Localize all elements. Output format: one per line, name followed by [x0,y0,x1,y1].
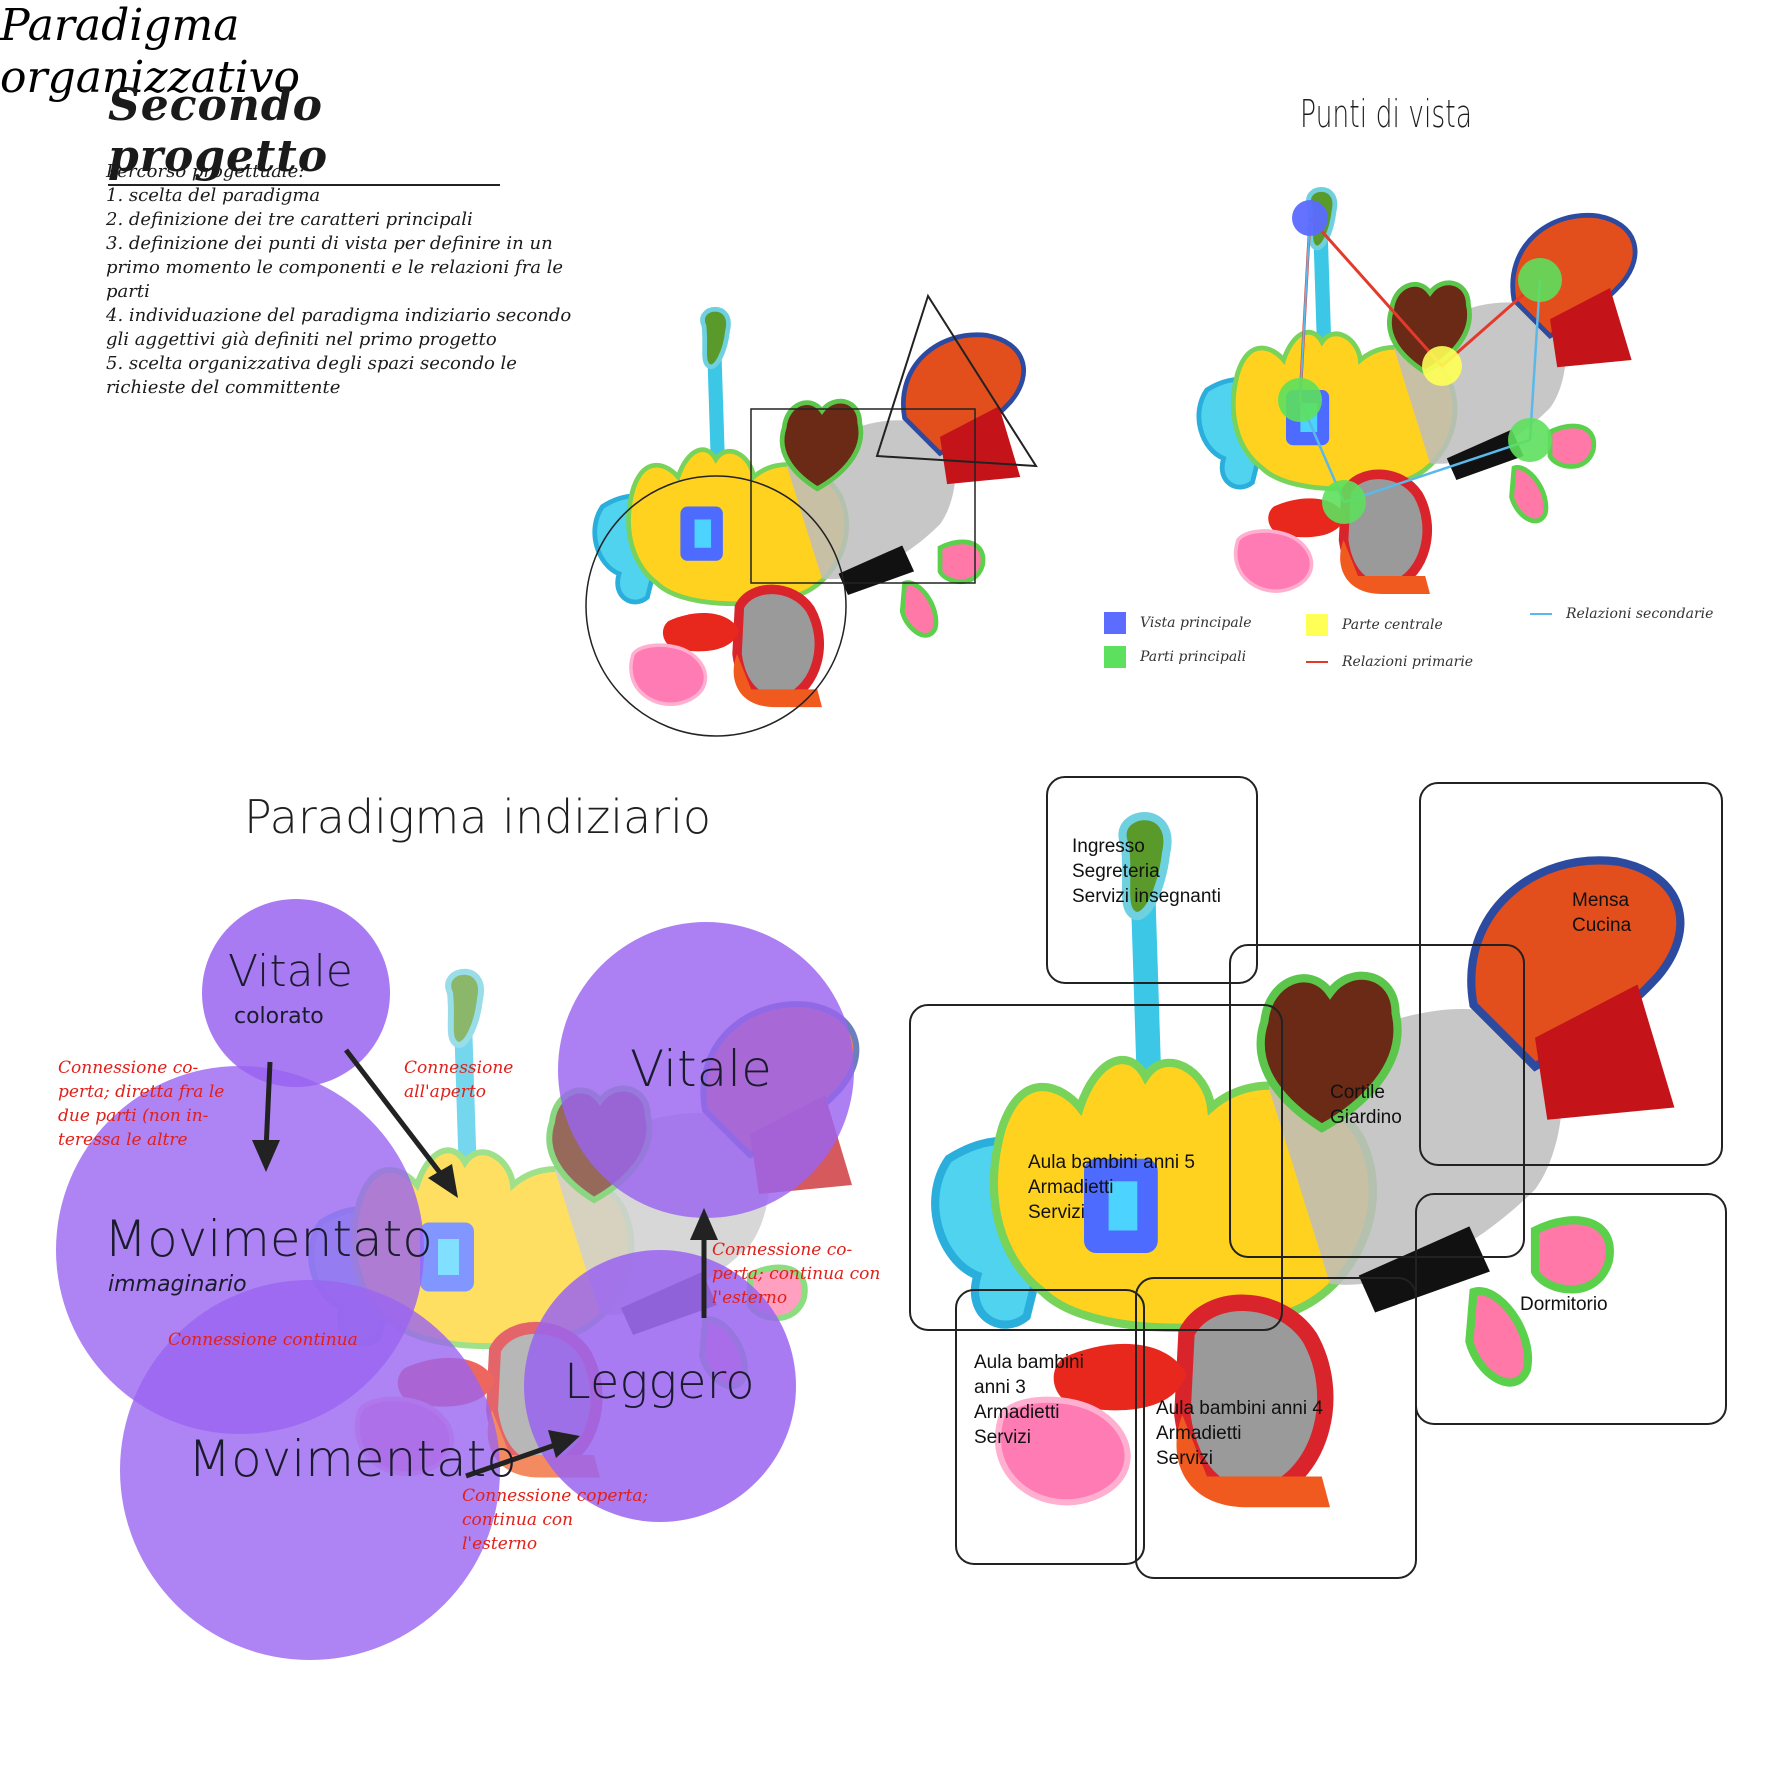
room-label-aula3: Aula bambini anni 3 Armadietti Servizi [974,1352,1084,1448]
step-item: parti [106,281,150,302]
relations-overlay [1278,200,1562,524]
bubble-sub-colorato: colorato [234,1004,324,1029]
room-label-ingresso: Ingresso Segreteria Servizi insegnanti [1072,836,1221,907]
bubble-label-movimentato-bottom: Movimentato [188,1430,517,1488]
bubble-label-vitale-big: Vitale [630,1040,772,1098]
step-item: 4. individuazione del paradigma indiziar… [106,305,572,326]
room-label-mensa: Mensa Cucina [1572,890,1632,936]
legend-relazioni-primarie: Relazioni primarie [1306,654,1473,670]
room-label-aula5: Aula bambini anni 5 Armadietti Servizi [1028,1152,1195,1223]
legend-vista-principale: Vista principale [1104,612,1252,634]
parte-centrale-dot [1422,346,1462,386]
steps-heading: Percorso progettuale: [106,161,305,182]
blue-swatch-icon [1104,612,1126,634]
legend-parte-centrale: Parte centrale [1306,614,1443,636]
room-label-aula4: Aula bambini anni 4 Armadietti Servizi [1156,1398,1323,1469]
green-swatch-icon [1104,646,1126,668]
connection-arrows [252,1048,718,1479]
frame-dormitorio [1415,1193,1727,1425]
paradigma-indiziario-title: Paradigma indiziario [244,790,712,844]
frame-aula3 [955,1289,1145,1565]
cyan-line-icon [1530,613,1552,615]
step-item: 1. scelta del paradigma [106,185,321,206]
vista-principale-dot [1292,200,1328,236]
note-connessione-diretta: Connessione co- perta; diretta fra le du… [58,1058,225,1150]
punti-di-vista-title: Punti di vista [1300,92,1473,136]
frame-mensa [1419,782,1723,1166]
frame-cortile [1229,944,1525,1258]
step-item: 3. definizione dei punti di vista per de… [106,233,553,254]
note-connessione-esterno: Connessione co- perta; continua con l'es… [712,1240,881,1308]
frame-ingresso [1046,776,1258,984]
bubbles [56,899,854,1660]
bubble-label-leggero: Leggero [564,1354,755,1410]
frame-aula4 [1135,1277,1417,1579]
bubble-leggero [524,1250,796,1522]
bubble-vitale-big [558,922,854,1218]
sketch-punti-di-vista [1199,189,1635,594]
overlay-triangle [875,293,1038,468]
bubble-movimentato-bottom [120,1280,500,1660]
bubble-label-movimentato-top: Movimentato [104,1210,433,1268]
overlay-circle [585,475,847,737]
yellow-swatch-icon [1306,614,1328,636]
parti-principali-dot [1508,418,1552,462]
parti-principali-dot [1518,258,1562,302]
bubble-vitale-small [202,899,390,1087]
parti-principali-dot [1322,480,1366,524]
page-title: Secondo progetto [108,80,500,186]
step-item: 2. definizione dei tre caratteri princip… [106,209,473,230]
red-line-icon [1306,661,1328,663]
room-label-dormitorio: Dormitorio [1520,1294,1608,1315]
note-connessione-continua: Connessione continua [168,1330,358,1350]
legend-parti-principali: Parti principali [1104,646,1246,668]
note-connessione-coperta: Connessione coperta; continua con l'este… [462,1486,649,1554]
note-connessione-aperto: Connessione all'aperto [404,1058,514,1102]
step-item: richieste del committente [106,377,341,398]
bubble-sub-immaginario: immaginario [108,1272,247,1297]
sketch-with-shapes [595,309,1024,707]
frame-aula5 [909,1004,1283,1331]
step-item: 5. scelta organizzativa degli spazi seco… [106,353,517,374]
legend-relazioni-secondarie: Relazioni secondarie [1530,606,1713,622]
parti-principali-dot [1278,378,1322,422]
overlay-square [750,408,976,584]
step-item: gli aggettivi già definiti nel primo pro… [106,329,497,350]
room-frames [909,776,1727,1579]
bubble-label-vitale-small: Vitale [228,946,353,997]
room-label-cortile: Cortile Giardino [1330,1082,1402,1128]
design-steps-list: Percorso progettuale: 1. scelta del para… [106,160,626,400]
step-item: primo momento le componenti e le relazio… [106,257,564,278]
paradigma-organizzativo-title: Paradigma organizzativo [0,0,301,103]
